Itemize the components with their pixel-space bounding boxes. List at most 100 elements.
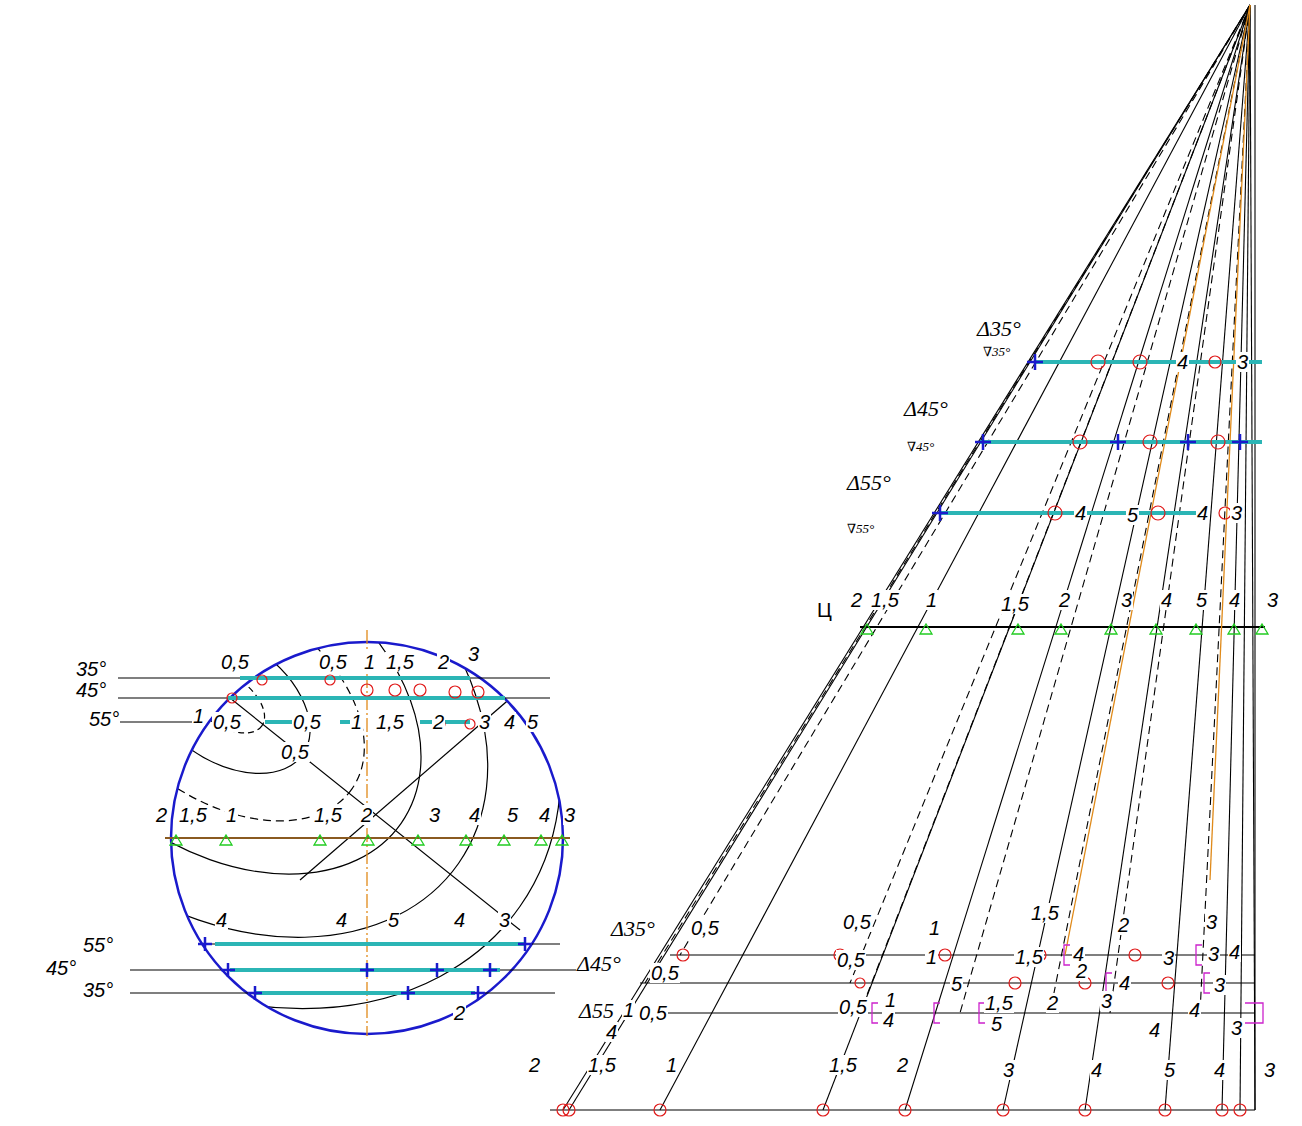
scale-label: Δ55	[578, 1000, 615, 1022]
scale-label: 1,5	[1014, 947, 1044, 967]
scale-label: 3	[1230, 1018, 1243, 1038]
scale-label: 1	[928, 918, 941, 938]
scale-label: 2	[1046, 993, 1059, 1013]
scale-label: 0,5	[690, 918, 720, 938]
scale-label: 3	[1230, 503, 1243, 523]
scale-label: 4	[1196, 503, 1209, 523]
scale-label: 3	[1263, 1060, 1276, 1080]
scale-label: 5	[506, 805, 519, 825]
scale-label: 0,5	[280, 742, 310, 762]
scale-label: 45°	[45, 958, 77, 978]
scale-label: 3	[1002, 1060, 1015, 1080]
scale-label: 4	[1074, 503, 1087, 523]
scale-label: 1	[622, 1000, 635, 1020]
scale-label: 3	[428, 805, 441, 825]
scale-label: Δ55°	[846, 472, 892, 494]
scale-label: Δ45°	[576, 953, 622, 975]
scale-label: 1	[225, 805, 238, 825]
scale-label: 3	[1266, 590, 1279, 610]
scale-label: 4	[1118, 973, 1131, 993]
scale-label: 1	[363, 652, 376, 672]
scale-label: 0,5	[292, 712, 322, 732]
scale-label: 4	[1176, 352, 1189, 372]
scale-label: 1	[925, 590, 938, 610]
scale-label: 2	[432, 712, 445, 732]
scale-label: 3	[467, 644, 480, 664]
scale-label: 1	[925, 947, 938, 967]
scale-label: 35°	[75, 659, 107, 679]
scale-label: 1	[884, 990, 897, 1010]
scale-label: 5	[1195, 590, 1208, 610]
scale-label: 2	[528, 1055, 541, 1075]
scale-label: 1,5	[375, 712, 405, 732]
scale-label: 5	[990, 1014, 1003, 1034]
scale-label: 4	[503, 712, 516, 732]
scale-label: 1,5	[984, 993, 1014, 1013]
scale-label: 1,5	[828, 1055, 858, 1075]
scale-label: 2	[155, 805, 168, 825]
scale-label: 4	[453, 910, 466, 930]
scale-label: 4	[468, 805, 481, 825]
scale-label: 4	[1228, 942, 1241, 962]
scale-label: 4	[1188, 1000, 1201, 1020]
scale-label: ∇55°	[846, 522, 875, 535]
scale-label: 2	[1075, 961, 1088, 981]
scale-label: 4	[605, 1022, 618, 1042]
scale-label: 1,5	[870, 590, 900, 610]
scale-label: 1,5	[1030, 903, 1060, 923]
scale-label: 3	[1162, 948, 1175, 968]
scale-label: 4	[1213, 1060, 1226, 1080]
scale-label: 3	[1213, 975, 1226, 995]
scale-label: ∇45°	[906, 440, 935, 453]
scale-label: 4	[1090, 1060, 1103, 1080]
scale-label: 0,5	[836, 950, 866, 970]
scale-label: 0,5	[838, 997, 868, 1017]
scale-label: 5	[1126, 505, 1139, 525]
scale-label: ∇35°	[982, 345, 1011, 358]
scale-label: 3	[1120, 590, 1133, 610]
scale-label: 4	[882, 1010, 895, 1030]
scale-label: 5	[950, 974, 963, 994]
scale-label: 4	[335, 910, 348, 930]
scale-label: 5	[526, 712, 539, 732]
scale-label: Δ45°	[903, 398, 949, 420]
scale-label: 4	[538, 805, 551, 825]
scale-label: 3	[1207, 944, 1220, 964]
scale-label: 35°	[82, 980, 114, 1000]
scale-label: 1,5	[178, 805, 208, 825]
scale-label: 1,5	[1000, 594, 1030, 614]
scale-label: 1,5	[313, 805, 343, 825]
scale-label: 0,5	[638, 1003, 668, 1023]
scale-label: 0,5	[220, 652, 250, 672]
scale-label: Ц	[816, 600, 833, 620]
scale-label: 55°	[82, 935, 114, 955]
scale-label: 4	[1148, 1020, 1161, 1040]
scale-label: 0,5	[318, 652, 348, 672]
scale-label: 2	[896, 1055, 909, 1075]
scale-label: 55°	[88, 709, 120, 729]
scale-label: 0,5	[842, 912, 872, 932]
scale-label: 3	[1100, 991, 1113, 1011]
scale-label: 3	[1205, 912, 1218, 932]
scale-label: 2	[1058, 590, 1071, 610]
scale-label: 1	[350, 712, 363, 732]
scale-label: 4	[1160, 590, 1173, 610]
scale-label: 2	[1117, 915, 1130, 935]
scale-label: 3	[1236, 352, 1249, 372]
scale-label: 4	[215, 910, 228, 930]
scale-label: 2	[453, 1003, 466, 1023]
scale-label: Δ35°	[976, 318, 1022, 340]
scale-label: 3	[498, 910, 511, 930]
scale-label: 0,5	[650, 963, 680, 983]
scale-label: 2	[360, 805, 373, 825]
scale-label: 4	[1228, 590, 1241, 610]
scale-label: 1	[192, 706, 205, 726]
scale-label: Δ35°	[610, 918, 656, 940]
scale-label: 2	[850, 590, 863, 610]
scale-label: 3	[563, 805, 576, 825]
scale-label: 5	[1163, 1060, 1176, 1080]
scale-label: 1,5	[587, 1055, 617, 1075]
scale-label: 45°	[75, 680, 107, 700]
